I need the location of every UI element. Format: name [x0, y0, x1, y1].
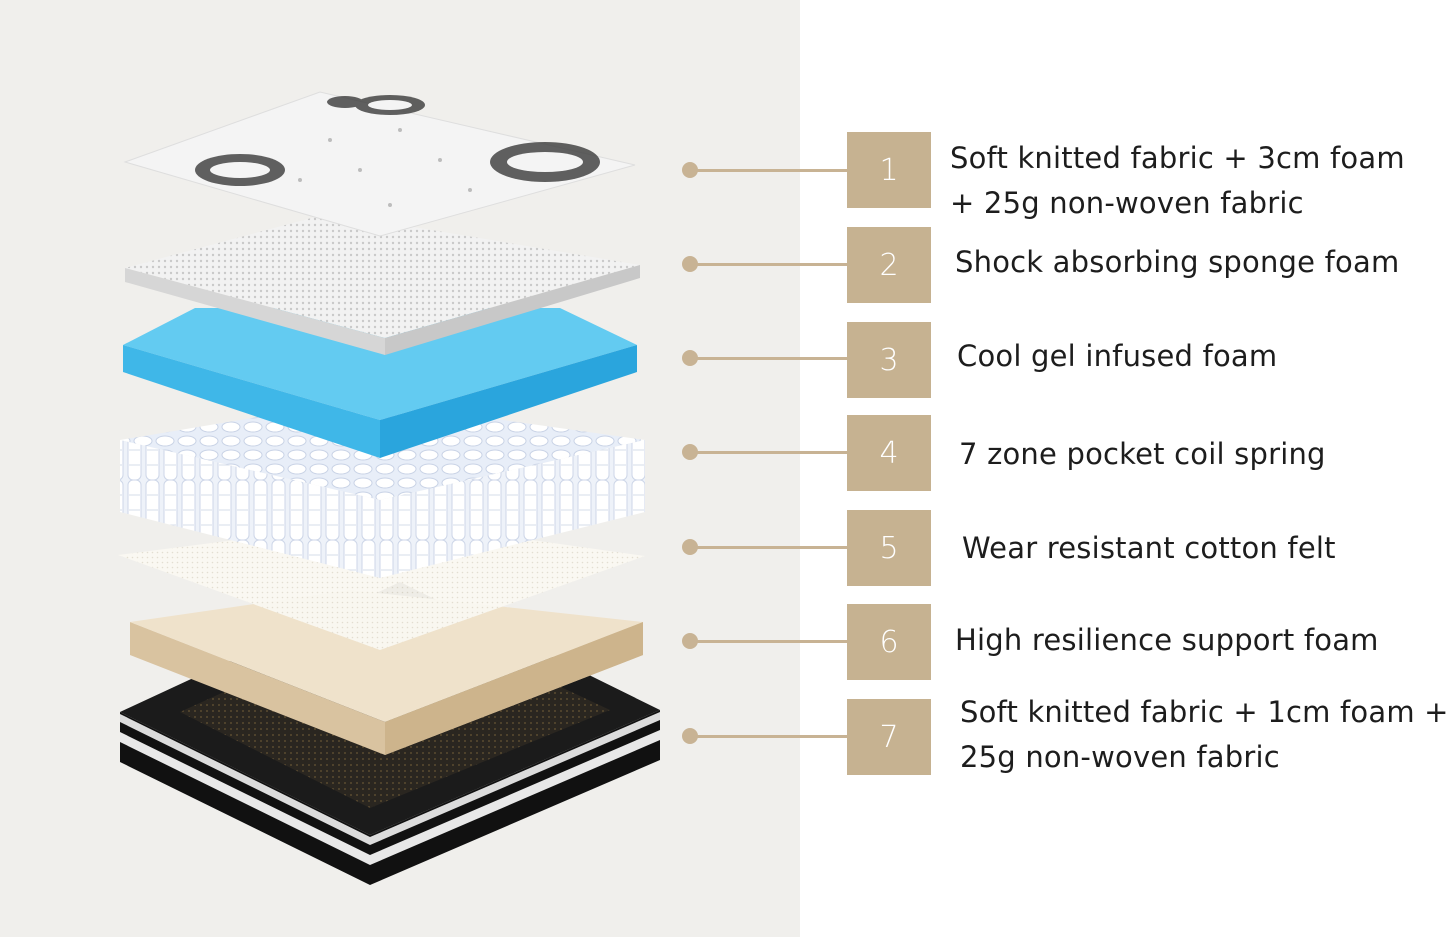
sponge-foam-layer [125, 213, 640, 355]
connector-line-6 [690, 640, 847, 643]
layer-label-3: Cool gel infused foam [957, 334, 1277, 379]
layer-label-7-line-1: Soft knitted fabric + 1cm foam + [960, 695, 1448, 729]
layer-label-4-line-1: 7 zone pocket coil spring [959, 437, 1326, 471]
layer-number-6: 6 [847, 604, 931, 680]
layer-number-5: 5 [847, 510, 931, 586]
support-foam-layer [130, 590, 643, 755]
cotton-felt-layer [118, 520, 645, 650]
layer-label-4: 7 zone pocket coil spring [959, 432, 1326, 477]
layer-number-2: 2 [847, 227, 931, 303]
layer-label-7: Soft knitted fabric + 1cm foam + 25g non… [960, 690, 1448, 780]
quilted-top-layer [123, 91, 636, 237]
layer-label-5: Wear resistant cotton felt [962, 526, 1336, 571]
connector-line-7 [690, 735, 847, 738]
layer-label-1-line-2: + 25g non-woven fabric [950, 186, 1304, 220]
layer-label-7-line-2: 25g non-woven fabric [960, 740, 1280, 774]
connector-line-3 [690, 357, 847, 360]
gel-foam-layer [123, 308, 637, 458]
layer-label-1: Soft knitted fabric + 3cm foam + 25g non… [950, 136, 1405, 226]
connector-line-1 [690, 169, 847, 172]
layer-number-4: 4 [847, 415, 931, 491]
layer-label-2: Shock absorbing sponge foam [955, 240, 1399, 285]
layer-label-3-line-1: Cool gel infused foam [957, 339, 1278, 373]
layer-label-5-line-1: Wear resistant cotton felt [962, 531, 1336, 565]
layer-label-6: High resilience support foam [955, 618, 1379, 663]
layer-number-3: 3 [847, 322, 931, 398]
layer-label-1-line-1: Soft knitted fabric + 3cm foam [950, 141, 1405, 175]
connector-line-5 [690, 546, 847, 549]
layer-label-2-line-1: Shock absorbing sponge foam [955, 245, 1400, 279]
layer-number-1: 1 [847, 132, 931, 208]
layer-label-6-line-1: High resilience support foam [955, 623, 1379, 657]
connector-line-4 [690, 451, 847, 454]
connector-line-2 [690, 263, 847, 266]
layer-number-7: 7 [847, 699, 931, 775]
mattress-exploded-illustration [118, 91, 660, 885]
